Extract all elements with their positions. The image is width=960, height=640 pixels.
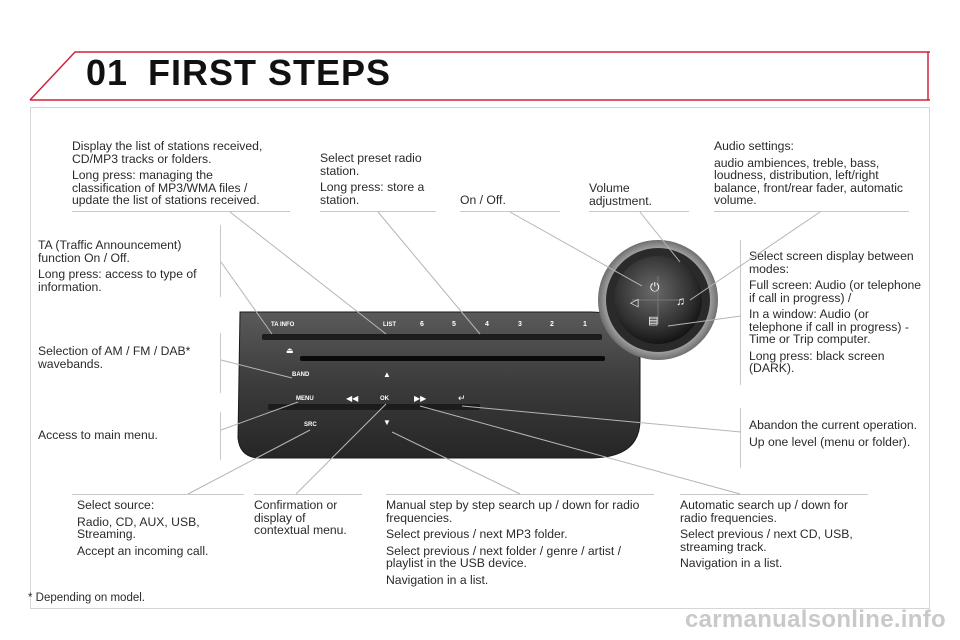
callout-ta: TA (Traffic Announcement) function On / … <box>38 238 197 294</box>
divider <box>72 494 244 495</box>
divider <box>220 333 221 393</box>
divider <box>72 211 290 212</box>
watermark: carmanualsonline.info <box>684 606 946 633</box>
callout-band: Selection of AM / FM / DAB* wavebands. <box>38 344 191 371</box>
divider <box>220 225 221 297</box>
callout-preset: Select preset radio station. Long press:… <box>320 151 425 207</box>
divider <box>740 240 741 385</box>
footnote: * Depending on model. <box>28 592 145 604</box>
callout-audio: Audio settings: audio ambiences, treble,… <box>714 139 904 207</box>
cd-slot <box>300 356 605 361</box>
divider <box>320 211 436 212</box>
callout-back: Abandon the current operation. Up one le… <box>749 418 918 449</box>
callout-volume: Volume adjustment. <box>589 181 653 208</box>
divider <box>460 211 560 212</box>
callout-screen: Select screen display between modes: Ful… <box>749 249 922 375</box>
callout-menu: Access to main menu. <box>38 428 158 442</box>
content-frame <box>30 107 930 609</box>
callout-source: Select source: Radio, CD, AUX, USB, Stre… <box>77 498 209 558</box>
callout-manual: Manual step by step search up / down for… <box>386 498 640 587</box>
callout-list-button: Display the list of stations received, C… <box>72 139 263 207</box>
divider <box>386 494 654 495</box>
callout-power: On / Off. <box>460 193 506 207</box>
divider <box>220 412 221 460</box>
divider <box>740 408 741 468</box>
divider <box>589 211 689 212</box>
chapter-number: 01 <box>86 52 129 93</box>
callout-ok: Confirmation or display of contextual me… <box>254 498 347 537</box>
divider <box>714 211 909 212</box>
divider <box>680 494 868 495</box>
divider <box>254 494 362 495</box>
page-title: FIRST STEPS <box>148 52 392 93</box>
callout-auto: Automatic search up / down for radio fre… <box>680 498 853 570</box>
header-decoration <box>29 51 930 101</box>
